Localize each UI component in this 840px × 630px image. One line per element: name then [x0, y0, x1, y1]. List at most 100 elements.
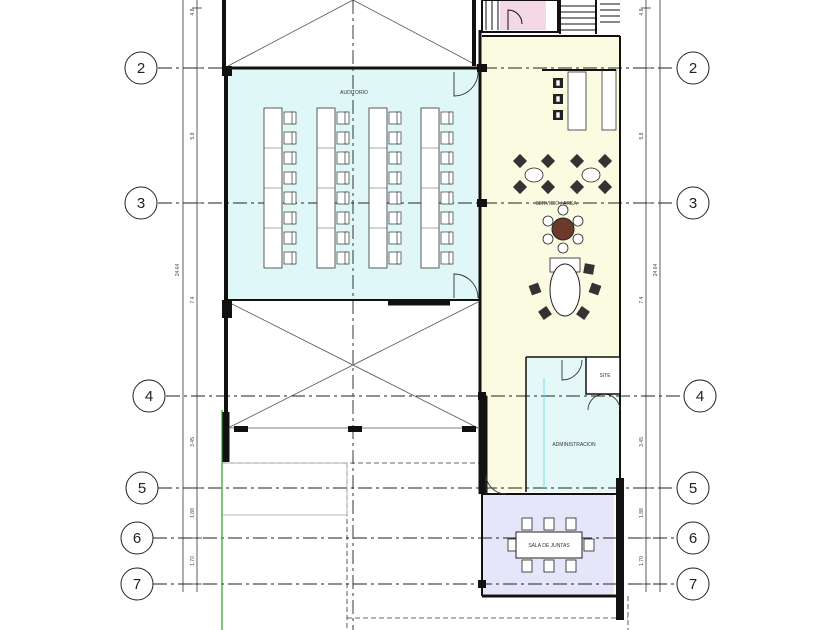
auditorium-chair — [388, 151, 402, 165]
svg-text:7: 7 — [689, 576, 697, 593]
wall-block — [222, 300, 232, 318]
room-labels: AUDITORIO SERVICIO / AREA ADMINISTRACION… — [340, 90, 611, 549]
auditorium-chair — [283, 171, 297, 185]
doors — [453, 71, 621, 495]
grid-bubble-3-left[interactable]: 3 — [124, 186, 158, 220]
dimension-labels: 24.64 24.64 4.8 5.8 7.4 3.45 1.88 1.70 4… — [175, 8, 659, 566]
auditorium-chair — [440, 191, 454, 205]
label-administration: ADMINISTRACION — [552, 442, 596, 448]
label-meeting-room: SALA DE JUNTAS — [528, 543, 570, 549]
grid-bubble-4-left[interactable]: 4 — [132, 379, 166, 413]
stairs — [481, 0, 620, 34]
auditorium-chair — [388, 211, 402, 225]
wall-block — [222, 66, 232, 76]
grid-bubble-6-left[interactable]: 6 — [120, 521, 154, 555]
wall-block — [478, 580, 486, 588]
svg-text:2: 2 — [137, 60, 145, 77]
label-site: SITE — [599, 373, 611, 379]
dim-seg-4: 3.45 — [190, 437, 196, 447]
auditorium-chair — [440, 111, 454, 125]
auditorium-chair — [388, 231, 402, 245]
auditorium-chair — [336, 111, 350, 125]
svg-text:3: 3 — [137, 195, 145, 212]
svg-text:5: 5 — [138, 480, 146, 497]
dim-left-total: 24.64 — [175, 264, 181, 277]
auditorium-chair — [440, 211, 454, 225]
auditorium-chair — [440, 131, 454, 145]
auditorium-chair — [336, 171, 350, 185]
service-furniture — [512, 69, 617, 320]
wall-block — [234, 426, 248, 432]
auditorium-chair — [283, 211, 297, 225]
lower-plain-box — [221, 462, 348, 516]
walls — [222, 0, 624, 620]
meeting-table-set — [507, 517, 595, 573]
dim-seg-6: 1.70 — [190, 556, 196, 566]
grid-bubble-2-right[interactable]: 2 — [676, 51, 710, 85]
dim-seg-5-r: 1.88 — [639, 508, 645, 518]
auditorium-chair — [283, 131, 297, 145]
grid-bubble-5-left[interactable]: 5 — [125, 471, 159, 505]
wall-block — [477, 199, 487, 207]
auditorium-chair — [440, 231, 454, 245]
round-table-set — [542, 204, 584, 254]
grid-bubbles: 2 2 3 3 4 4 5 5 6 6 7 7 — [120, 51, 717, 601]
auditorium-chair — [440, 171, 454, 185]
grid-bubble-2-left[interactable]: 2 — [124, 51, 158, 85]
auditorium-chair — [388, 171, 402, 185]
label-auditorium: AUDITORIO — [340, 90, 368, 96]
wall-block — [477, 64, 487, 72]
svg-text:4: 4 — [145, 388, 153, 405]
auditorium-chair — [440, 151, 454, 165]
svg-text:6: 6 — [133, 530, 141, 547]
auditorium-chair — [440, 251, 454, 265]
oval-table-set — [528, 257, 602, 320]
wall-block — [478, 392, 486, 400]
auditorium-furniture — [263, 107, 454, 269]
dim-seg-2-r: 5.8 — [639, 132, 645, 139]
stair-landing — [500, 0, 546, 30]
svg-text:2: 2 — [689, 60, 697, 77]
svg-text:5: 5 — [689, 480, 697, 497]
auditorium-chair — [388, 111, 402, 125]
dim-right-total: 24.64 — [653, 264, 659, 277]
meeting-table — [515, 531, 583, 559]
grid-bubble-6-right[interactable]: 6 — [676, 521, 710, 555]
label-service: SERVICIO / AREA — [535, 201, 577, 207]
grid-bubble-4-right[interactable]: 4 — [683, 379, 717, 413]
auditorium-chair — [388, 131, 402, 145]
grid-bubble-7-right[interactable]: 7 — [676, 567, 710, 601]
auditorium-chair — [336, 131, 350, 145]
dim-seg-1-r: 4.8 — [639, 8, 645, 15]
svg-text:6: 6 — [689, 530, 697, 547]
dim-seg-3-r: 7.4 — [639, 296, 645, 303]
auditorium-chair — [283, 111, 297, 125]
shelf — [601, 69, 617, 131]
grid-bubble-3-right[interactable]: 3 — [676, 186, 710, 220]
grid-bubble-5-right[interactable]: 5 — [676, 471, 710, 505]
svg-text:4: 4 — [696, 388, 704, 405]
dim-seg-1: 4.8 — [190, 8, 196, 15]
dim-seg-5: 1.88 — [190, 508, 196, 518]
wall-block — [348, 426, 362, 432]
auditorium-chair — [388, 191, 402, 205]
auditorium-chair — [336, 251, 350, 265]
wall-block — [462, 426, 476, 432]
cafe-table-set — [512, 153, 556, 195]
auditorium-chair — [388, 251, 402, 265]
auditorium-chair — [283, 151, 297, 165]
auditorium-chair — [283, 251, 297, 265]
auditorium-chair — [336, 191, 350, 205]
cafe-table-set — [569, 153, 613, 195]
auditorium-chair — [283, 191, 297, 205]
auditorium-chair — [336, 211, 350, 225]
counter — [567, 71, 587, 131]
auditorium-chair — [336, 231, 350, 245]
dim-seg-6-r: 1.70 — [639, 556, 645, 566]
site-room[interactable] — [585, 356, 621, 395]
dim-seg-3: 7.4 — [190, 296, 196, 303]
grid-bubble-7-left[interactable]: 7 — [120, 567, 154, 601]
void-areas — [227, 0, 479, 429]
svg-text:3: 3 — [689, 195, 697, 212]
